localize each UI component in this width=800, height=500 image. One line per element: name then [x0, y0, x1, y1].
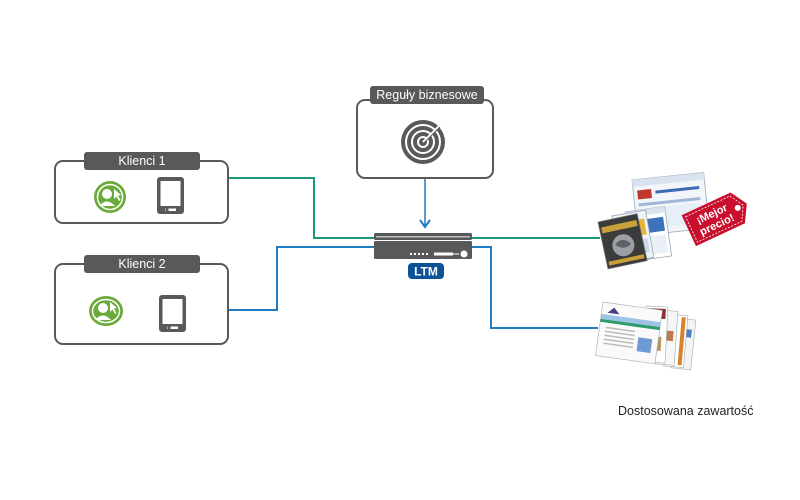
clients-1-label-bg [84, 152, 200, 170]
clients-2-node[interactable]: Klienci 2 [54, 255, 229, 345]
ltm-node[interactable]: LTM [374, 233, 472, 279]
clients-2-label: Klienci 2 [118, 257, 165, 271]
websites-stack-icon [595, 301, 697, 371]
tablet-icon [157, 177, 184, 214]
content-offer-node[interactable]: ¡Mejor precio! [597, 172, 754, 270]
user-cursor-icon [94, 181, 126, 213]
tablet-icon [159, 295, 186, 332]
business-rules-label: Reguły biznesowe [376, 88, 477, 102]
user-cursor-icon [89, 296, 123, 326]
clients-1-node[interactable]: Klienci 1 [54, 152, 229, 224]
network-appliance-icon [374, 233, 472, 259]
business-rules-label-bg [370, 86, 484, 104]
ltm-label: LTM [414, 265, 438, 279]
link-rules-ltm [419, 178, 431, 229]
custom-content-caption: Dostosowana zawartość [618, 404, 754, 418]
business-rules-node[interactable]: Reguły biznesowe [356, 86, 494, 179]
content-custom-node[interactable] [595, 301, 697, 371]
target-icon [401, 120, 445, 164]
link-clients1-ltm [228, 177, 374, 239]
ltm-badge [408, 263, 444, 279]
clients-2-label-bg [84, 255, 200, 273]
clients-1-label: Klienci 1 [118, 154, 165, 168]
link-clients2-ltm [228, 246, 374, 311]
link-ltm-custom [472, 246, 598, 329]
